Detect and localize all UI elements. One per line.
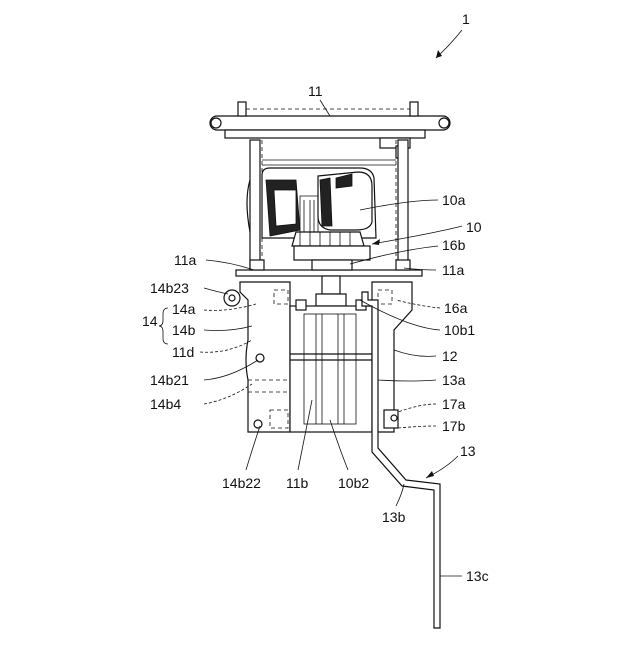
label-13: 13 xyxy=(460,443,476,459)
label-10: 10 xyxy=(466,219,482,235)
label-14a: 14a xyxy=(172,301,196,317)
label-10b1: 10b1 xyxy=(444,322,475,338)
bracket-14 xyxy=(224,282,290,432)
label-1: 1 xyxy=(462,11,470,27)
label-14: 14 xyxy=(142,313,158,329)
lever-rod-13 xyxy=(362,292,440,628)
label-11: 11 xyxy=(308,83,323,99)
label-14b4: 14b4 xyxy=(150,396,181,412)
label-11d: 11d xyxy=(172,344,194,360)
motor-unit-10 xyxy=(247,168,376,260)
label-10a: 10a xyxy=(442,192,466,208)
label-14b23: 14b23 xyxy=(150,280,189,296)
label-17a: 17a xyxy=(442,396,466,412)
label-17b: 17b xyxy=(442,418,466,434)
label-16b: 16b xyxy=(442,237,466,253)
label-14b22: 14b22 xyxy=(222,475,261,491)
label-13a: 13a xyxy=(442,372,466,388)
label-14b: 14b xyxy=(172,322,196,338)
brace-14 xyxy=(159,308,168,344)
label-11b: 11b xyxy=(286,475,309,491)
shaft-housing xyxy=(290,276,372,432)
label-12: 12 xyxy=(442,348,458,364)
label-16a: 16a xyxy=(444,300,468,316)
label-13b: 13b xyxy=(382,509,406,525)
label-10b2: 10b2 xyxy=(338,475,369,491)
label-13c: 13c xyxy=(466,568,489,584)
label-11a-right: 11a xyxy=(442,262,465,278)
label-14b21: 14b21 xyxy=(150,372,189,388)
top-frame-11 xyxy=(210,102,450,158)
label-11a-left: 11a xyxy=(174,252,197,268)
base-plate-11a xyxy=(236,260,422,276)
